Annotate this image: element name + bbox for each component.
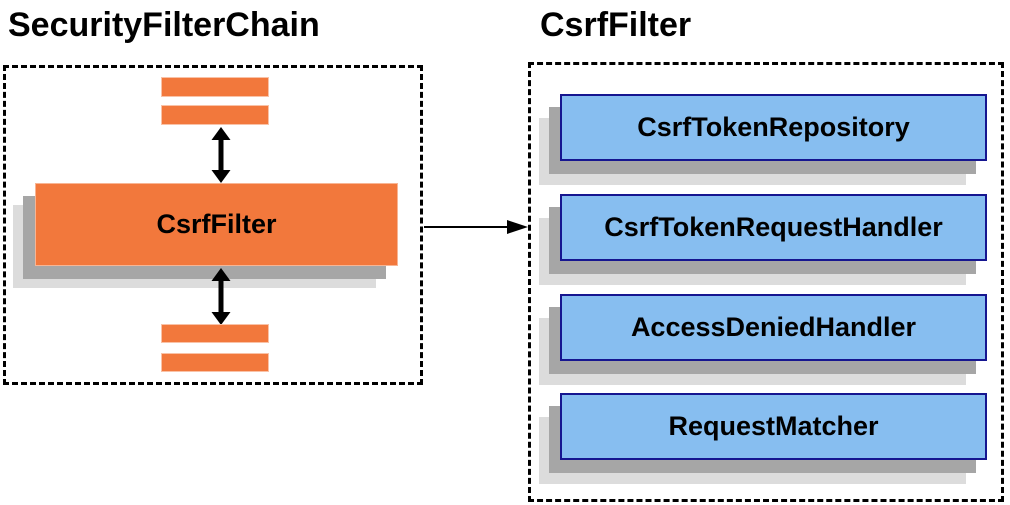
component-label: CsrfTokenRequestHandler <box>604 212 943 242</box>
double-arrow-icon <box>211 268 231 325</box>
filter-bar <box>161 105 269 125</box>
component-box-access-denied-handler: AccessDeniedHandler <box>560 294 987 361</box>
csrf-filter-panel: CsrfTokenRepository CsrfTokenRequestHand… <box>528 62 1004 502</box>
csrf-filter-title: CsrfFilter <box>540 6 692 44</box>
csrf-filter-node-label: CsrfFilter <box>156 209 277 239</box>
component-label: RequestMatcher <box>668 411 879 441</box>
security-filter-chain-title: SecurityFilterChain <box>8 6 320 44</box>
component-box-csrf-token-repository: CsrfTokenRepository <box>560 94 987 161</box>
double-arrow-icon <box>211 127 231 183</box>
security-filter-chain-panel: CsrfFilter <box>3 65 423 385</box>
csrf-filter-node: CsrfFilter <box>35 183 398 266</box>
filter-bar <box>161 353 269 372</box>
filter-bar <box>161 77 269 97</box>
component-box-request-matcher: RequestMatcher <box>560 393 987 460</box>
filter-bar <box>161 324 269 343</box>
component-box-csrf-token-request-handler: CsrfTokenRequestHandler <box>560 194 987 261</box>
component-label: CsrfTokenRepository <box>637 112 910 142</box>
flow-arrow-icon <box>424 220 528 234</box>
component-label: AccessDeniedHandler <box>630 312 917 342</box>
